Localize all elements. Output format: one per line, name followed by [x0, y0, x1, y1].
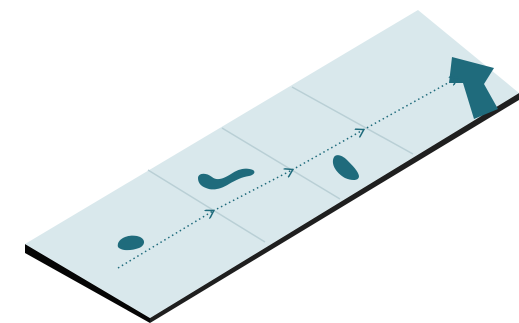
board-top-surface [25, 10, 519, 318]
